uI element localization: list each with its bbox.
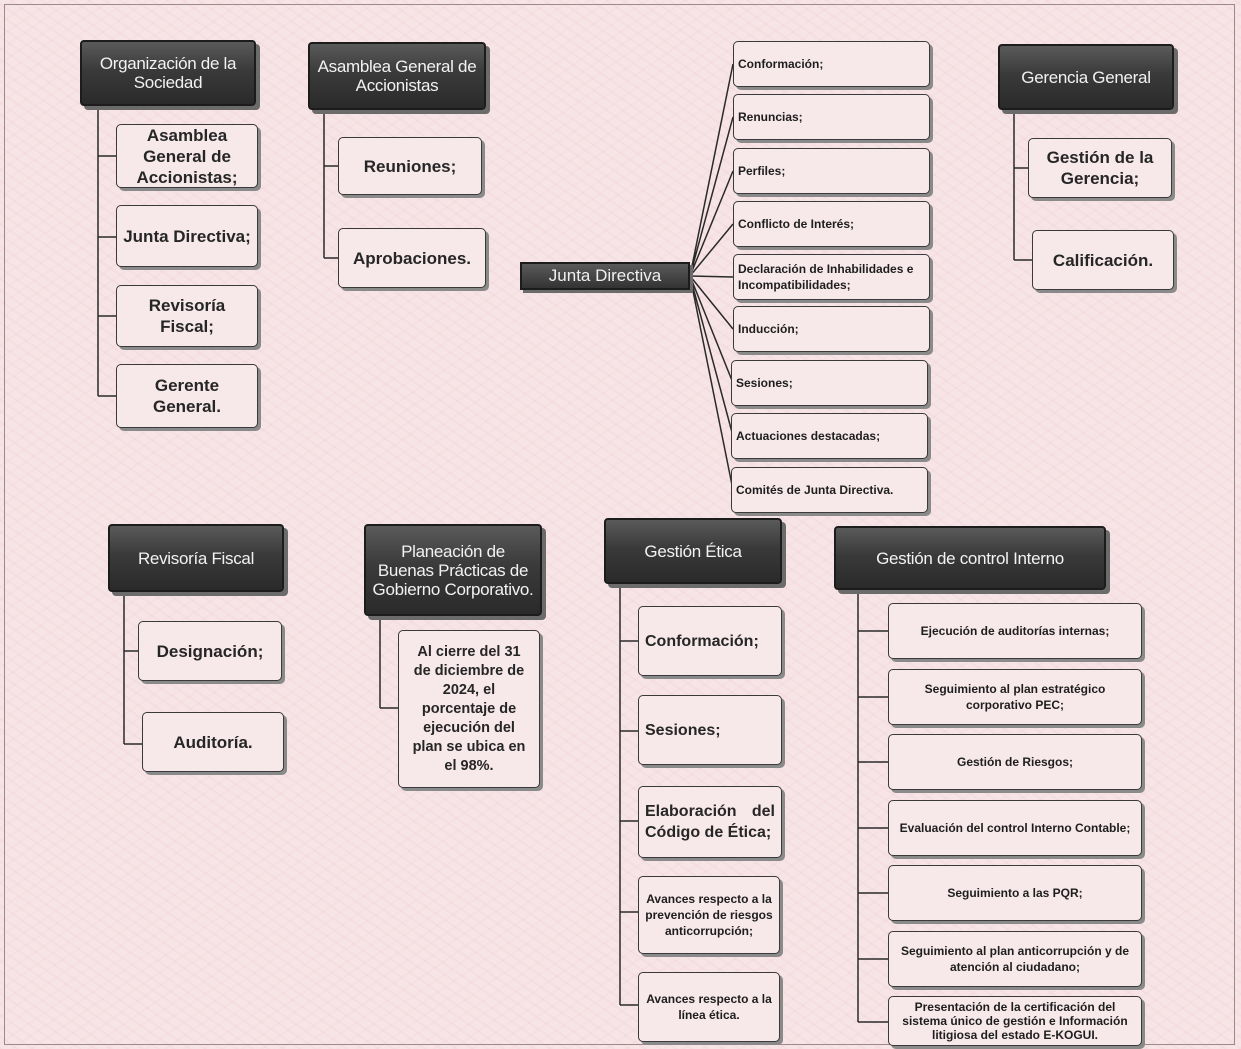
item-asamblea-general: Asamblea General de Accionistas; xyxy=(116,124,258,188)
item-junta-directiva: Junta Directiva; xyxy=(116,205,258,267)
control-item-auditorias: Ejecución de auditorías internas; xyxy=(888,603,1142,659)
etica-item-conformacion: Conformación; xyxy=(638,606,782,676)
item-gestion-gerencia: Gestión de la Gerencia; xyxy=(1028,138,1172,198)
etica-item-linea-etica: Avances respecto a la línea ética. xyxy=(638,972,780,1042)
jd-item-declaracion: Declaración de Inhabilidades e Incompati… xyxy=(733,254,930,300)
etica-item-codigo: Elaboración del Código de Ética; xyxy=(638,786,782,858)
connector-asamblea xyxy=(323,112,338,259)
jd-item-conformacion: Conformación; xyxy=(733,41,930,87)
jd-item-renuncias: Renuncias; xyxy=(733,94,930,140)
connector-revisoria xyxy=(123,594,142,745)
control-item-riesgos: Gestión de Riesgos; xyxy=(888,734,1142,790)
item-gerente-general: Gerente General. xyxy=(116,364,258,428)
etica-item-anticorrupcion: Avances respecto a la prevención de ries… xyxy=(638,876,780,954)
control-item-pqr: Seguimiento a las PQR; xyxy=(888,865,1142,921)
jd-item-comites: Comités de Junta Directiva. xyxy=(731,467,928,513)
header-revisoria: Revisoría Fiscal xyxy=(108,524,284,592)
item-reuniones: Reuniones; xyxy=(338,137,482,195)
etica-item-sesiones: Sesiones; xyxy=(638,695,782,765)
jd-item-induccion: Inducción; xyxy=(733,306,930,352)
connector-etica xyxy=(619,585,638,1006)
item-designacion: Designación; xyxy=(138,621,282,681)
header-gestion-etica: Gestión Ética xyxy=(604,518,782,584)
header-junta-directiva: Junta Directiva xyxy=(520,262,690,290)
control-item-contable: Evaluación del control Interno Contable; xyxy=(888,800,1142,856)
item-revisoria-fiscal: Revisoría Fiscal; xyxy=(116,285,258,347)
connector-gerencia xyxy=(1013,112,1032,261)
item-calificacion: Calificación. xyxy=(1032,230,1174,290)
page-border xyxy=(4,4,1235,1045)
item-auditoria: Auditoría. xyxy=(142,712,284,772)
control-item-anticorrupcion: Seguimiento al plan anticorrupción y de … xyxy=(888,931,1142,987)
item-plan-ejecucion: Al cierre del 31 de diciembre de 2024, e… xyxy=(398,630,540,788)
header-asamblea: Asamblea General de Accionistas xyxy=(308,42,486,110)
control-item-pec: Seguimiento al plan estratégico corporat… xyxy=(888,669,1142,725)
header-gerencia: Gerencia General xyxy=(998,44,1174,110)
connector-control xyxy=(857,592,888,1023)
connector-junta xyxy=(689,63,734,491)
header-planeacion: Planeación de Buenas Prácticas de Gobier… xyxy=(364,524,542,616)
jd-item-perfiles: Perfiles; xyxy=(733,148,930,194)
control-item-ekogui: Presentación de la certificación del sis… xyxy=(888,996,1142,1046)
jd-item-actuaciones: Actuaciones destacadas; xyxy=(731,413,928,459)
jd-item-sesiones: Sesiones; xyxy=(731,360,928,406)
connector-planeacion xyxy=(379,618,398,709)
header-control-interno: Gestión de control Interno xyxy=(834,526,1106,590)
header-organizacion: Organización de la Sociedad xyxy=(80,40,256,106)
connector-organizacion xyxy=(97,108,116,397)
item-aprobaciones: Aprobaciones. xyxy=(338,228,486,288)
jd-item-conflicto-interes: Conflicto de Interés; xyxy=(733,201,930,247)
